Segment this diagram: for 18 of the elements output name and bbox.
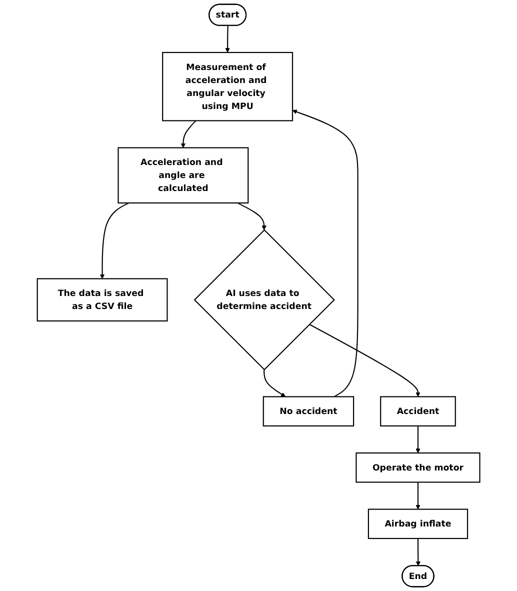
node-box: Airbag inflate [368,508,468,540]
node-box: Operate the motor [356,452,480,483]
node-box: The data is saved as a CSV file [36,278,168,322]
arrow [237,202,266,230]
node-box: Measurement of acceleration and angular velocity using MPU [162,52,293,122]
arrow [180,120,196,148]
arrow [292,110,358,398]
arrow [416,482,420,510]
arrow [263,370,286,397]
node-box: Acceleration and angle are calculated [118,147,249,204]
node-box: No accident [262,396,354,426]
arrow [100,202,130,279]
arrow [416,538,420,566]
arrow [309,324,420,397]
node-box: Accident [380,396,456,426]
node-diamond: AI uses data to determine accident [194,229,335,370]
arrow [225,26,230,53]
arrow [416,426,420,454]
